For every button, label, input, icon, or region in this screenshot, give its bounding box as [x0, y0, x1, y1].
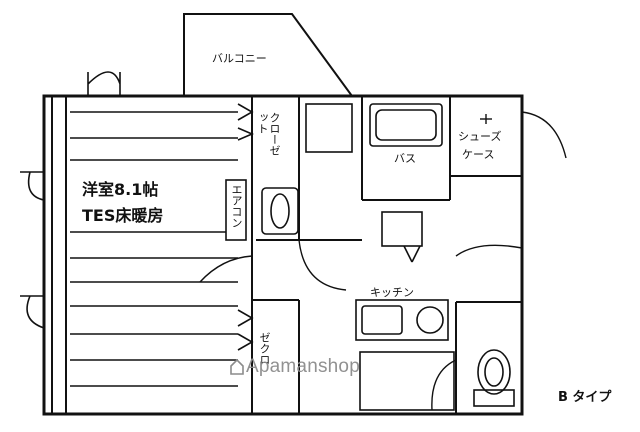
western-room-label: 洋室8.1帖 [80, 176, 161, 200]
watermark-house-icon [230, 359, 244, 375]
watermark-text: Apamanshop [246, 356, 360, 377]
bath-label: バス [394, 152, 416, 165]
fridge-area [359, 351, 455, 411]
aircon-label: エアコン [230, 184, 243, 228]
door-swing-shoe [521, 111, 567, 159]
floor-heating-stripes [70, 111, 238, 387]
heating-arrows [237, 103, 255, 351]
door-swing-toilet [431, 359, 457, 411]
toilet-bowl [477, 349, 511, 395]
window-top-left [87, 71, 121, 96]
bathtub [369, 103, 443, 147]
aircon-box [225, 179, 247, 241]
door-swing-entrance [455, 244, 523, 257]
shoe-case-label-1: シューズ [458, 130, 502, 143]
kitchen-label: キッチン [370, 286, 414, 299]
type-label: B タイプ [558, 390, 612, 405]
door-swing-bath [298, 239, 347, 291]
balcony-outline [183, 13, 354, 97]
balcony-label: バルコニー [212, 52, 267, 65]
outer-wall [42, 94, 524, 416]
washbasin [261, 187, 299, 235]
door-swing-room [199, 255, 253, 283]
stove [416, 306, 444, 334]
kitchen-counter [355, 299, 449, 341]
lower-closet-label: ゼクロ [258, 332, 271, 365]
window-left-2 [20, 295, 45, 329]
closet-label: クローゼット [256, 112, 281, 156]
kitchen-sink [361, 305, 403, 335]
toilet-tank [473, 389, 515, 407]
bath-step [381, 211, 423, 247]
shoe-case-label-2: ケース [462, 148, 495, 161]
washing-machine [305, 103, 353, 153]
window-left-1 [20, 171, 45, 201]
floor-heating-label: TES床暖房 [80, 202, 166, 226]
